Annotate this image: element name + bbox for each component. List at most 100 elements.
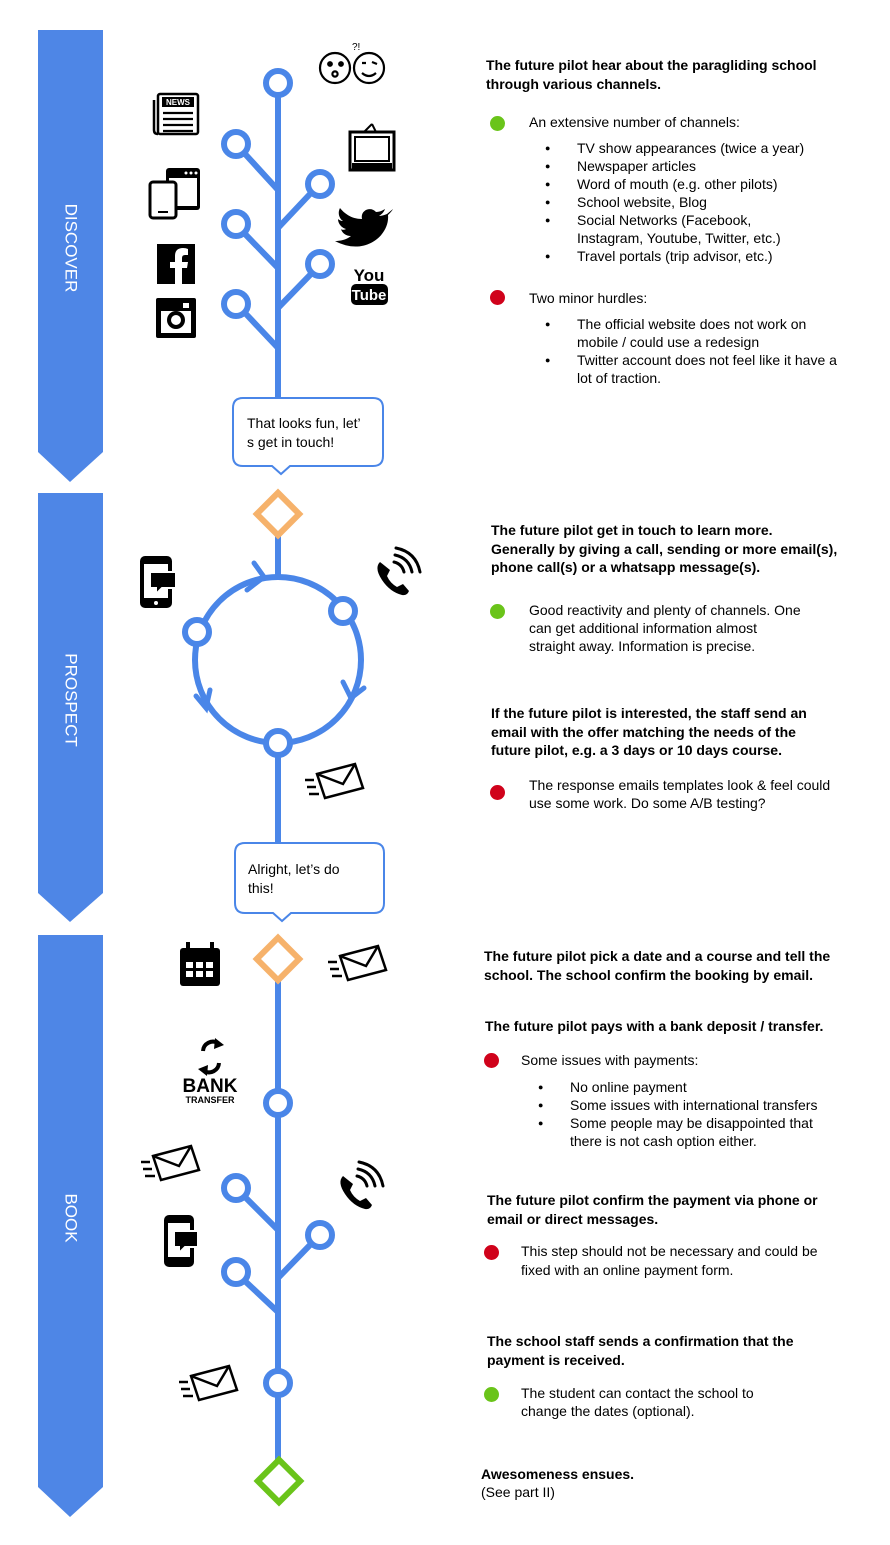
book-confirm-bad-text: This step should not be necessary and co… [521, 1242, 871, 1280]
facebook-icon [157, 244, 195, 284]
tv-icon [348, 123, 396, 172]
good-indicator [490, 116, 505, 131]
list-item: Travel portals (trip advisor, etc.) [545, 247, 845, 265]
bad-indicator [490, 785, 505, 800]
good-indicator [484, 1387, 499, 1402]
book-pick-heading: The future pilot pick a date and a cours… [484, 947, 874, 984]
prospect-good-line-1: Good reactivity and plenty of channels. … [529, 602, 801, 618]
cycle-node [182, 617, 212, 647]
prospect-heading-line-2: Generally by giving a call, sending or m… [491, 540, 838, 557]
devices-icon [148, 168, 200, 220]
list-item: Some issues with international transfers [538, 1096, 848, 1114]
end-title: Awesomeness ensues. [481, 1466, 635, 1482]
bad-indicator [484, 1245, 499, 1260]
list-item: TV show appearances (twice a year) [545, 139, 845, 157]
phone-call-icon [340, 1160, 385, 1210]
prospect-offer-line-3: future pilot, e.g. a 3 days or 10 days c… [491, 742, 782, 758]
stage-banner-book: BOOK [38, 935, 103, 1517]
book-confirm-line-1: The future pilot confirm the payment via… [487, 1192, 818, 1208]
tree-node [305, 1220, 335, 1250]
tree-node [221, 1173, 251, 1203]
bubble-2-line-1: Alright, let’s do [248, 861, 340, 877]
list-item: Newspaper articles [545, 157, 845, 175]
stage-label-discover: DISCOVER [62, 204, 81, 293]
email-icon [328, 944, 388, 982]
calendar-icon [180, 942, 220, 986]
social-mark-text: ?! [352, 42, 360, 53]
discover-good-title: An extensive number of channels: [529, 114, 740, 130]
bad-indicator [490, 290, 505, 305]
prospect-good-line-2: can get additional information almost [529, 620, 758, 636]
transfer-label: TRANSFER [186, 1095, 235, 1105]
prospect-flow [182, 488, 367, 843]
discover-heading: The future pilot hear about the paraglid… [486, 56, 866, 93]
tree-node [221, 289, 251, 319]
book-confirm-bad-line-2: fixed with an online payment form. [521, 1262, 734, 1278]
speech-bubble-1-text: That looks fun, let’ s get in touch! [247, 414, 377, 451]
book-pay-issue-list: No online payment Some issues with inter… [538, 1078, 848, 1150]
book-staff-line-1: The school staff sends a confirmation th… [487, 1333, 794, 1349]
book-pays-heading: The future pilot pays with a bank deposi… [485, 1018, 824, 1034]
discover-nodes [221, 68, 335, 319]
tree-node [221, 129, 251, 159]
end-diamond [253, 1455, 305, 1507]
book-nodes [221, 1088, 335, 1398]
tree-node [221, 209, 251, 239]
bank-label: BANK [183, 1076, 238, 1097]
decision-diamond [252, 488, 304, 540]
twitter-icon [335, 208, 393, 247]
end-note: (See part II) [481, 1484, 555, 1500]
youtube-label-top: You [354, 266, 385, 285]
bank-transfer-icon: BANK TRANSFER [183, 1038, 238, 1105]
tree-node [305, 169, 335, 199]
discover-tree [243, 93, 313, 401]
bubble-1-line-1: That looks fun, let’ [247, 415, 361, 431]
list-item: School website, Blog [545, 193, 845, 211]
cycle-node [328, 596, 358, 626]
prospect-good-text: Good reactivity and plenty of channels. … [529, 601, 859, 655]
bubble-1-line-2: s get in touch! [247, 433, 335, 450]
prospect-heading: The future pilot get in touch to learn m… [491, 521, 871, 577]
tree-node [263, 68, 293, 98]
list-item: Twitter account does not feel like it ha… [545, 351, 855, 387]
stage-banner-prospect: PROSPECT [38, 493, 103, 922]
prospect-offer-heading: If the future pilot is interested, the s… [491, 704, 871, 760]
youtube-label-bottom: Tube [352, 287, 387, 304]
prospect-bad-line-1: The response emails templates look & fee… [529, 777, 831, 793]
list-item: Word of mouth (e.g. other pilots) [545, 175, 845, 193]
phone-message-icon [140, 556, 177, 608]
cycle-node [263, 728, 293, 758]
book-pick-line-2: school. The school confirm the booking b… [484, 966, 814, 983]
email-icon [141, 1144, 201, 1182]
tree-node [263, 1368, 293, 1398]
prospect-offer-line-2: email with the offer matching the needs … [491, 723, 796, 740]
tree-node [221, 1257, 251, 1287]
bubble-2-line-2: this! [248, 879, 274, 896]
speech-bubble-1 [232, 397, 384, 476]
book-confirm-heading: The future pilot confirm the payment via… [487, 1191, 877, 1228]
stage-banner-discover: DISCOVER [38, 30, 103, 482]
discover-hurdle-list: The official website does not work on mo… [545, 315, 855, 387]
book-staff-good-text: The student can contact the school to ch… [521, 1384, 861, 1420]
list-item: Some people may be disappointed that the… [538, 1114, 832, 1150]
book-staff-line-2: payment is received. [487, 1351, 625, 1368]
prospect-heading-line-3: phone call(s) or a whatsapp message(s). [491, 559, 761, 575]
phone-message-icon [164, 1215, 199, 1267]
discover-heading-line-1: The future pilot hear about the paraglid… [486, 57, 817, 73]
email-icon [305, 762, 365, 800]
prospect-heading-line-1: The future pilot get in touch to learn m… [491, 522, 773, 538]
book-staff-good-line-1: The student can contact the school to [521, 1385, 754, 1401]
prospect-good-line-3: straight away. Information is precise. [529, 638, 756, 654]
decision-diamond [252, 933, 304, 985]
discover-channel-list: TV show appearances (twice a year) Newsp… [545, 139, 845, 265]
book-staff-good-line-2: change the dates (optional). [521, 1403, 695, 1419]
stage-label-book: BOOK [62, 1193, 81, 1243]
youtube-icon: You Tube [351, 266, 388, 305]
tree-node [263, 1088, 293, 1118]
bad-indicator [484, 1053, 499, 1068]
speech-bubble-2 [234, 842, 385, 923]
email-icon [179, 1364, 239, 1402]
book-pay-issue-title: Some issues with payments: [521, 1052, 699, 1068]
newspaper-icon: NEWS [152, 92, 200, 136]
good-indicator [490, 604, 505, 619]
